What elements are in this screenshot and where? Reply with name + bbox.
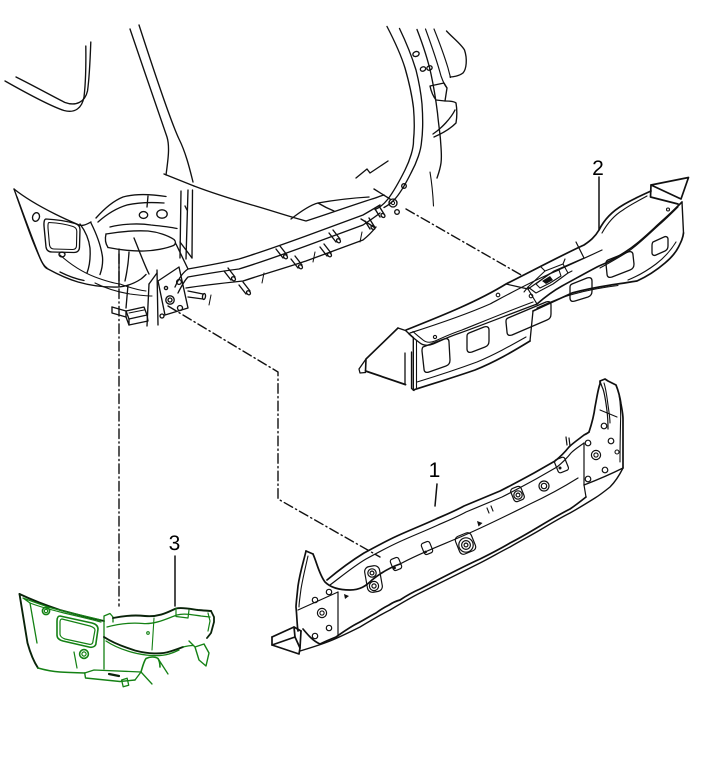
svg-text:1: 1 [429, 459, 441, 482]
svg-text:2: 2 [592, 157, 604, 180]
svg-text:3: 3 [169, 532, 181, 555]
